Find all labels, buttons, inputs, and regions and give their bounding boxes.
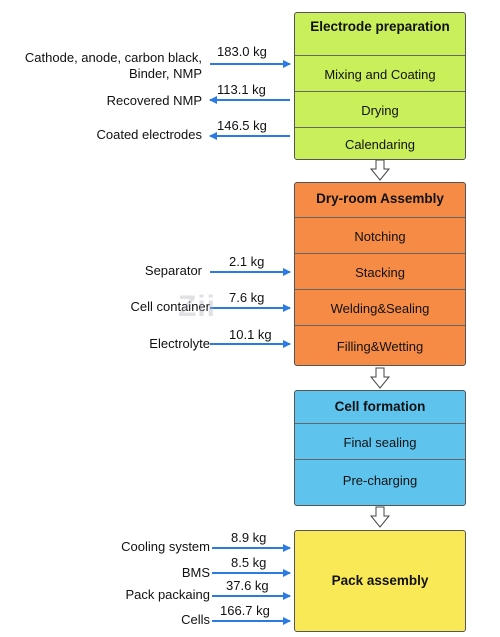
step-mixing-coating: Mixing and Coating xyxy=(295,55,465,92)
stage-connectors xyxy=(369,159,391,528)
flow-label-cooling-system: Cooling system xyxy=(121,539,210,554)
stage-title: Dry-room Assembly xyxy=(316,191,444,206)
flow-label-bms: BMS xyxy=(181,565,210,580)
stage-cell-formation: Cell formation Final sealing Pre-chargin… xyxy=(294,390,466,506)
step-stacking: Stacking xyxy=(295,253,465,290)
flow-label-pack-packaging: Pack packaing xyxy=(125,587,210,602)
step-pre-charging: Pre-charging xyxy=(295,459,465,500)
step-final-sealing: Final sealing xyxy=(295,423,465,460)
flow-label-recovered-nmp: Recovered NMP xyxy=(106,93,202,108)
flow-mass-pack-packaging: 37.6 kg xyxy=(226,578,269,593)
flow-label-cells: Cells xyxy=(181,612,210,627)
flow-label-raw-materials: Cathode, anode, carbon black, Binder, NM… xyxy=(25,50,202,82)
step-welding-sealing: Welding&Sealing xyxy=(295,289,465,326)
flow-mass-cell-container: 7.6 kg xyxy=(229,290,265,305)
flow-mass-bms: 8.5 kg xyxy=(231,555,267,570)
flow-label-coated-electrodes: Coated electrodes xyxy=(96,127,202,142)
watermark-logo: Zii xyxy=(178,290,216,323)
stage-title: Cell formation xyxy=(334,399,426,414)
flow-mass-cells: 166.7 kg xyxy=(220,603,270,618)
flow-mass-raw-materials: 183.0 kg xyxy=(217,44,267,59)
flow-mass-cooling-system: 8.9 kg xyxy=(231,530,267,545)
flow-mass-electrolyte: 10.1 kg xyxy=(229,327,272,342)
flow-arrows xyxy=(209,60,291,625)
step-calendaring: Calendaring xyxy=(295,127,465,161)
stage-electrode-preparation: Electrode preparation Mixing and Coating… xyxy=(294,12,466,160)
flow-mass-separator: 2.1 kg xyxy=(229,254,265,269)
stage-connector-arrow xyxy=(369,506,391,528)
flow-mass-recovered-nmp: 113.1 kg xyxy=(217,82,266,97)
stage-title: Electrode preparation xyxy=(310,19,450,34)
stage-dry-room-assembly: Dry-room Assembly Notching Stacking Weld… xyxy=(294,182,466,366)
flow-label-line: Binder, NMP xyxy=(129,66,202,81)
flow-label-electrolyte: Electrolyte xyxy=(149,336,210,351)
flow-label-cell-container: Cell container xyxy=(130,299,211,314)
stage-connector-arrow xyxy=(369,367,391,389)
step-drying: Drying xyxy=(295,91,465,128)
step-filling-wetting: Filling&Wetting xyxy=(295,325,465,366)
flow-label-line: Cathode, anode, carbon black, xyxy=(24,50,202,65)
flow-label-separator: Separator xyxy=(144,263,202,278)
stage-connector-arrow xyxy=(369,159,391,181)
step-notching: Notching xyxy=(295,217,465,254)
stage-pack-assembly: Pack assembly xyxy=(294,530,466,632)
stage-title: Pack assembly xyxy=(331,573,429,588)
flow-mass-coated-electrodes: 146.5 kg xyxy=(217,118,267,133)
